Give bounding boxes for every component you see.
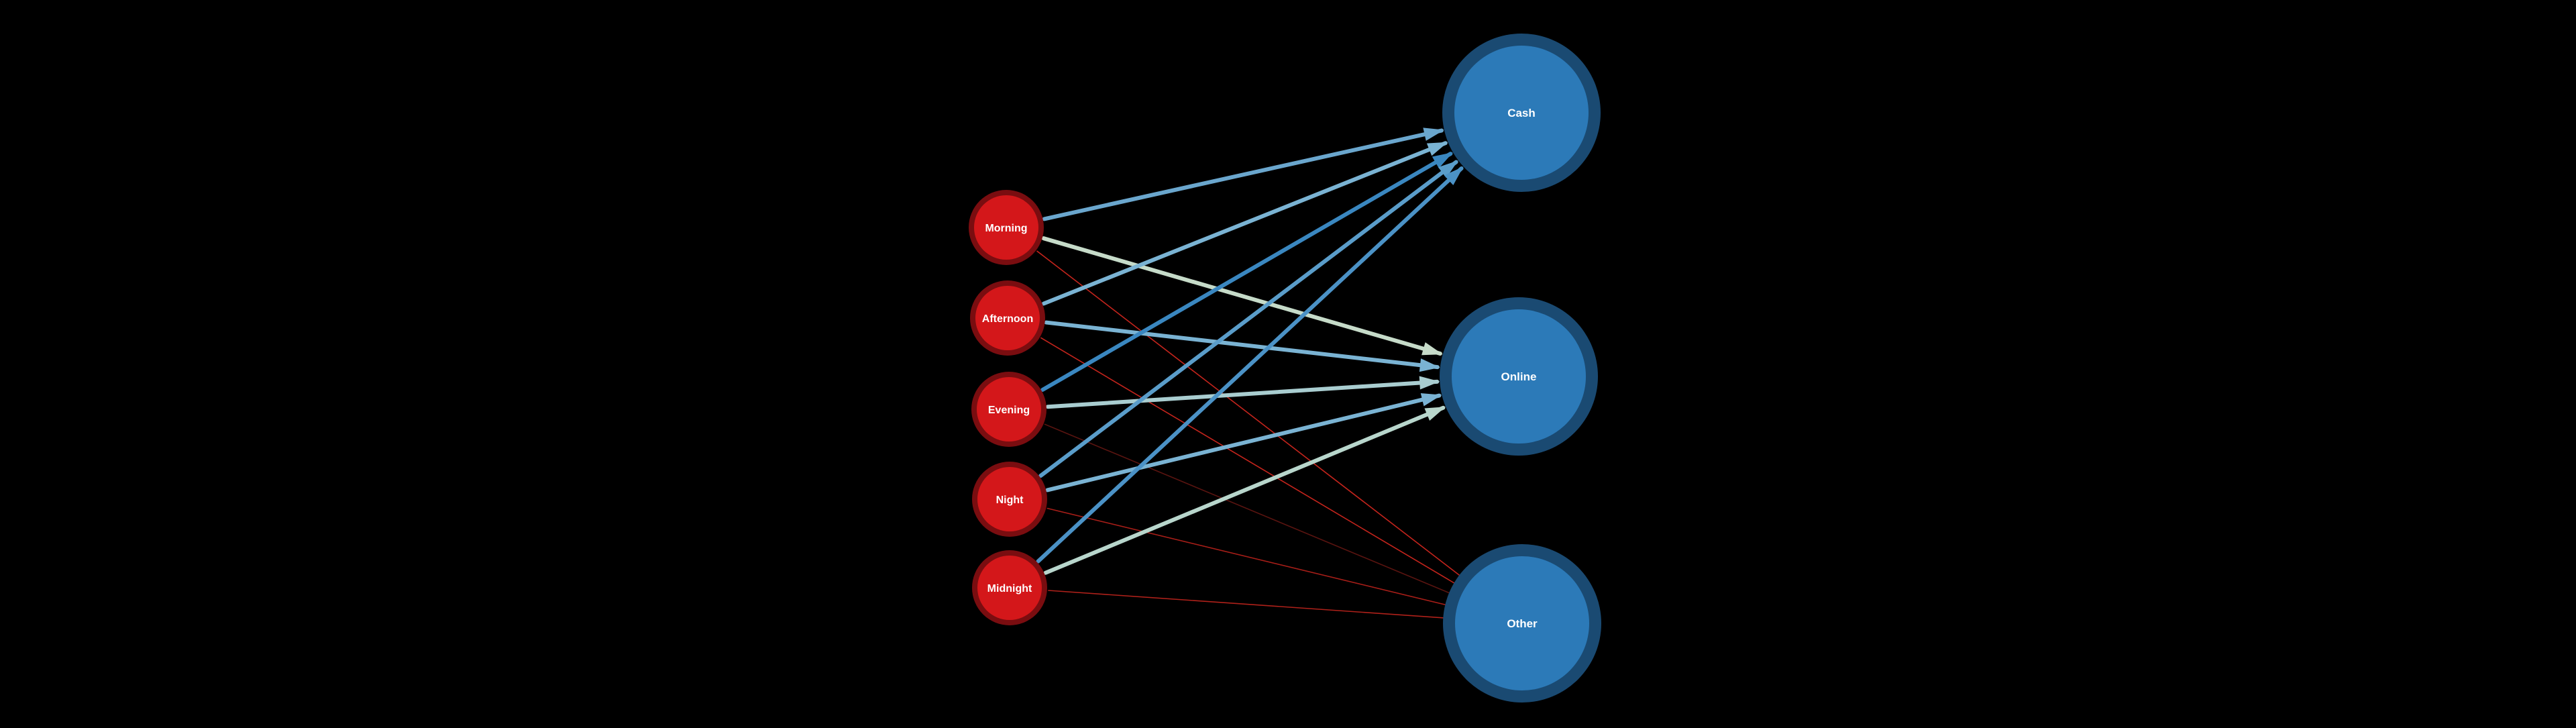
arrowhead-evening-to-online: [1419, 376, 1440, 390]
source-node-label: Midnight: [987, 583, 1032, 594]
edge-midnight-to-cash: [1036, 166, 1464, 564]
target-node-core: [1455, 556, 1589, 690]
source-node-morning: Morning: [969, 190, 1044, 265]
edge-midnight-to-other: [1048, 590, 1483, 621]
source-node-core: [977, 556, 1042, 620]
target-node-label: Cash: [1507, 107, 1536, 119]
source-node-core: [975, 286, 1040, 350]
target-node-label: Other: [1507, 617, 1538, 630]
source-node-afternoon: Afternoon: [970, 280, 1045, 356]
edge-afternoon-to-cash: [1041, 141, 1448, 306]
edge-afternoon-to-other: [1040, 337, 1489, 604]
target-node-label: Online: [1501, 370, 1537, 383]
target-node-core: [1454, 46, 1589, 180]
source-node-core: [974, 195, 1038, 260]
source-node-midnight: Midnight: [972, 550, 1047, 625]
arrowhead-night-to-cash: [1438, 160, 1458, 178]
edge-night-to-online: [1045, 393, 1442, 492]
edge-evening-to-other: [1044, 423, 1486, 609]
edge-morning-to-online: [1041, 236, 1442, 356]
source-node-label: Evening: [988, 405, 1030, 416]
arrowhead-afternoon-to-cash: [1426, 142, 1448, 156]
edge-afternoon-to-online: [1044, 320, 1440, 370]
arrowhead-morning-to-cash: [1423, 127, 1444, 141]
source-node-night: Night: [972, 462, 1047, 537]
target-node-online: Online: [1440, 297, 1598, 456]
edge-evening-to-cash: [1040, 152, 1453, 392]
edge-morning-to-other: [1036, 250, 1491, 600]
edge-night-to-other: [1046, 507, 1484, 615]
source-node-core: [977, 467, 1042, 531]
arrowhead-midnight-to-online: [1424, 407, 1446, 421]
target-node-cash: Cash: [1442, 34, 1601, 192]
edges-layer: [1036, 127, 1491, 621]
arrowhead-evening-to-cash: [1432, 152, 1453, 168]
source-node-evening: Evening: [971, 372, 1046, 447]
edge-evening-to-online: [1045, 379, 1440, 409]
source-node-label: Night: [996, 495, 1024, 506]
arrowhead-midnight-to-cash: [1444, 166, 1464, 185]
arrowhead-night-to-online: [1420, 393, 1442, 407]
source-node-label: Afternoon: [982, 313, 1033, 325]
edge-night-to-cash: [1038, 160, 1458, 478]
target-node-other: Other: [1443, 544, 1601, 703]
source-node-core: [977, 377, 1041, 441]
edge-morning-to-cash: [1042, 128, 1444, 221]
arrowhead-afternoon-to-online: [1419, 358, 1440, 372]
target-node-core: [1452, 309, 1586, 444]
arrowhead-morning-to-online: [1421, 342, 1443, 356]
edge-midnight-to-online: [1043, 405, 1446, 575]
source-node-label: Morning: [985, 223, 1027, 234]
